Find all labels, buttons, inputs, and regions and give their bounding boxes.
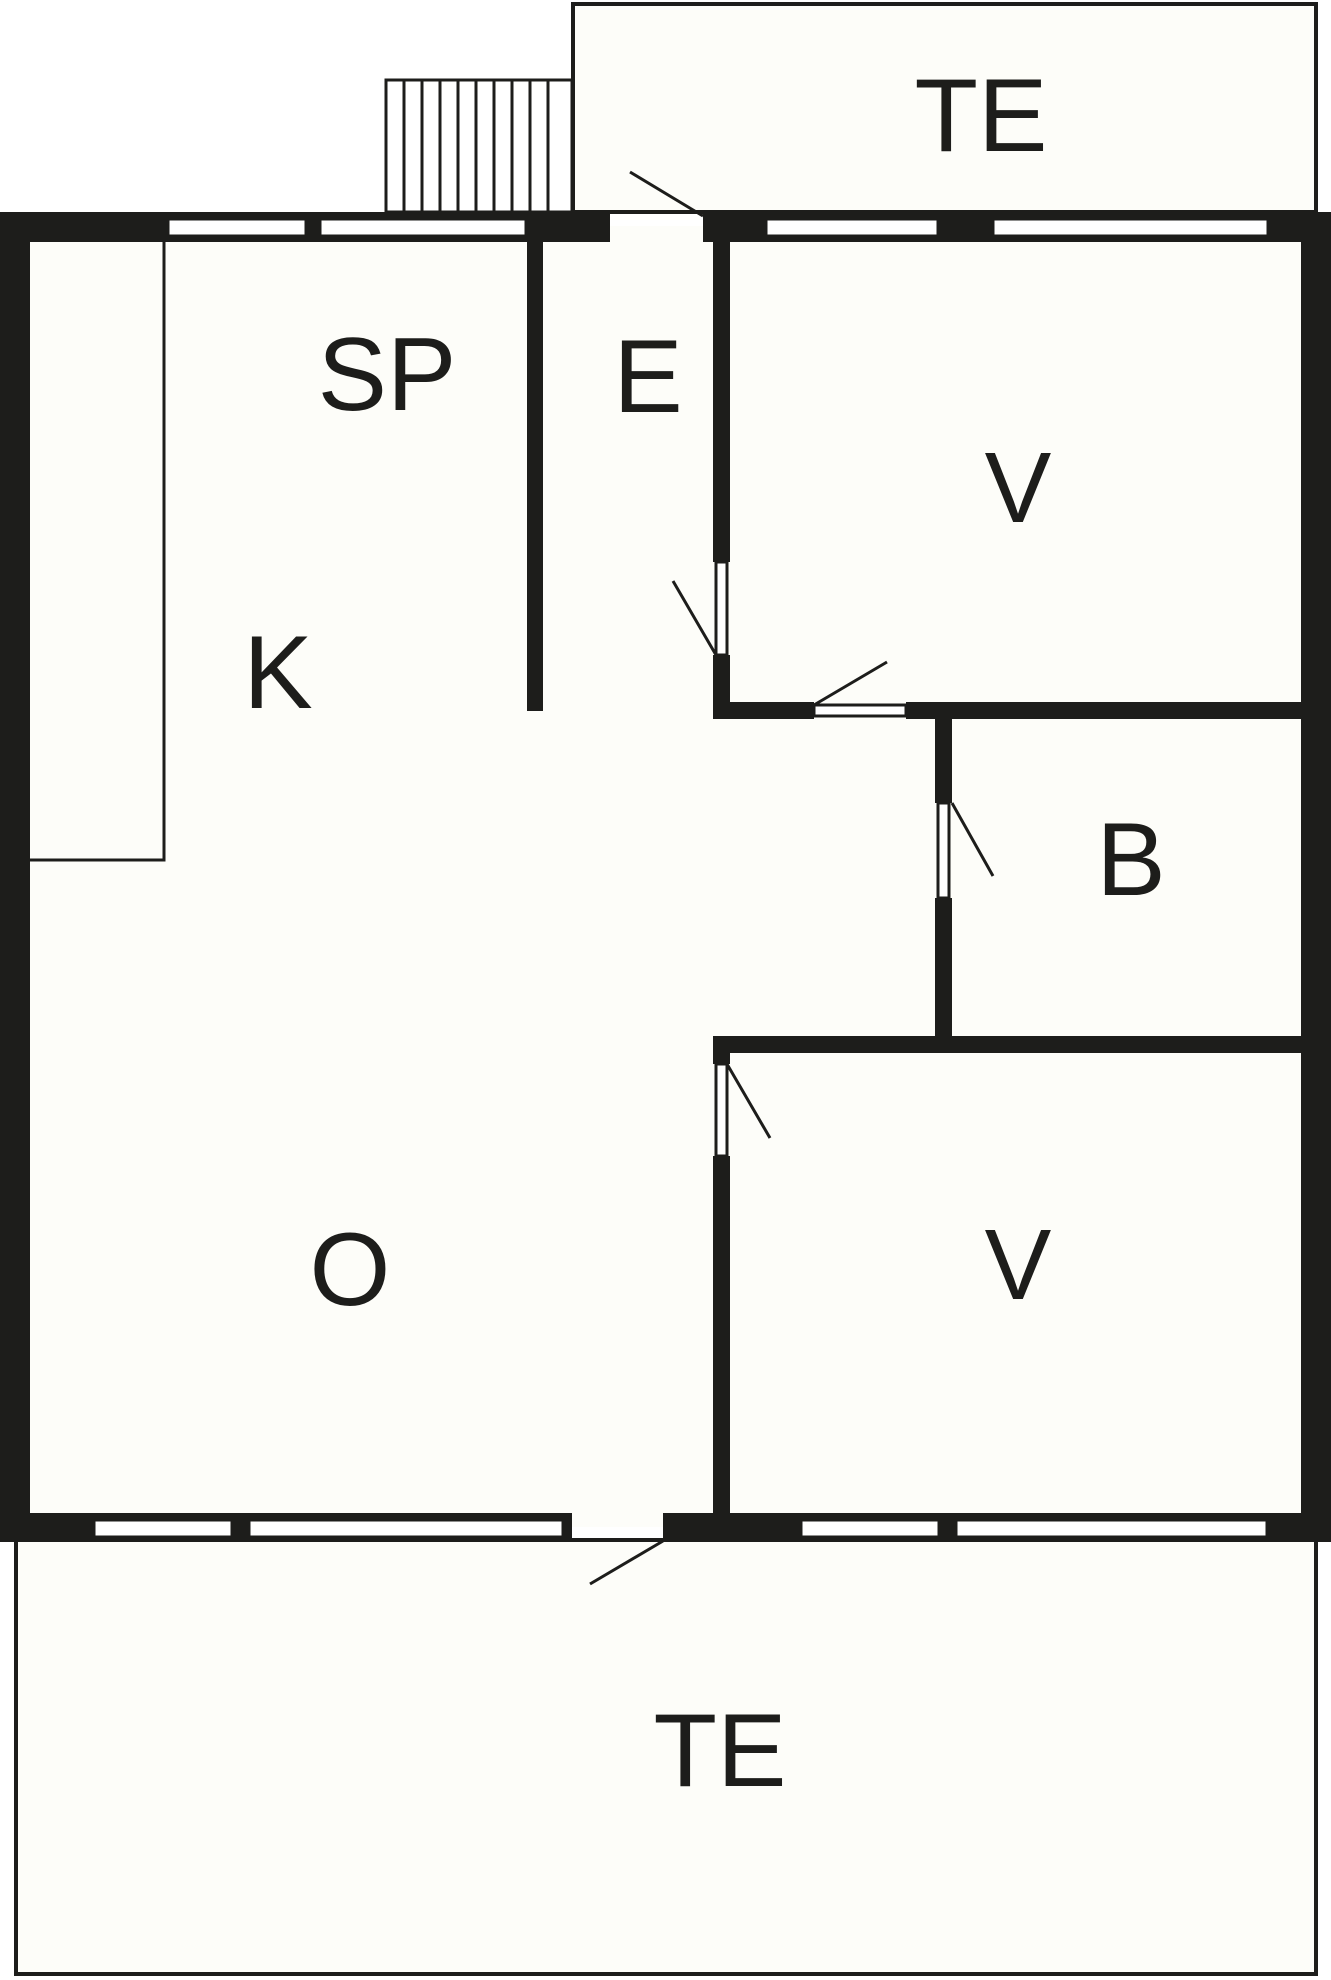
room-label-storage: SP [318,317,457,433]
kitchen-counter [28,240,166,862]
stair [384,78,574,214]
room-label-terrace-bottom: TE [654,1693,787,1809]
terrace-top [571,2,1318,214]
door-swings [589,170,995,1586]
windows [92,217,1270,1539]
terrace-bottom [14,1538,1318,1976]
room-label-bedroom-bottom: V [985,1209,1052,1321]
door-openings [714,560,951,1158]
room-label-terrace-top: TE [915,58,1048,174]
room-label-bedroom-top: V [985,432,1052,544]
interior-walls [527,226,1301,1520]
room-label-kitchen: K [243,615,312,731]
room-label-bathroom: B [1096,802,1165,918]
room-label-entrance: E [613,319,682,435]
interior-floor [14,226,1317,1527]
room-label-living-room: O [310,1212,391,1328]
